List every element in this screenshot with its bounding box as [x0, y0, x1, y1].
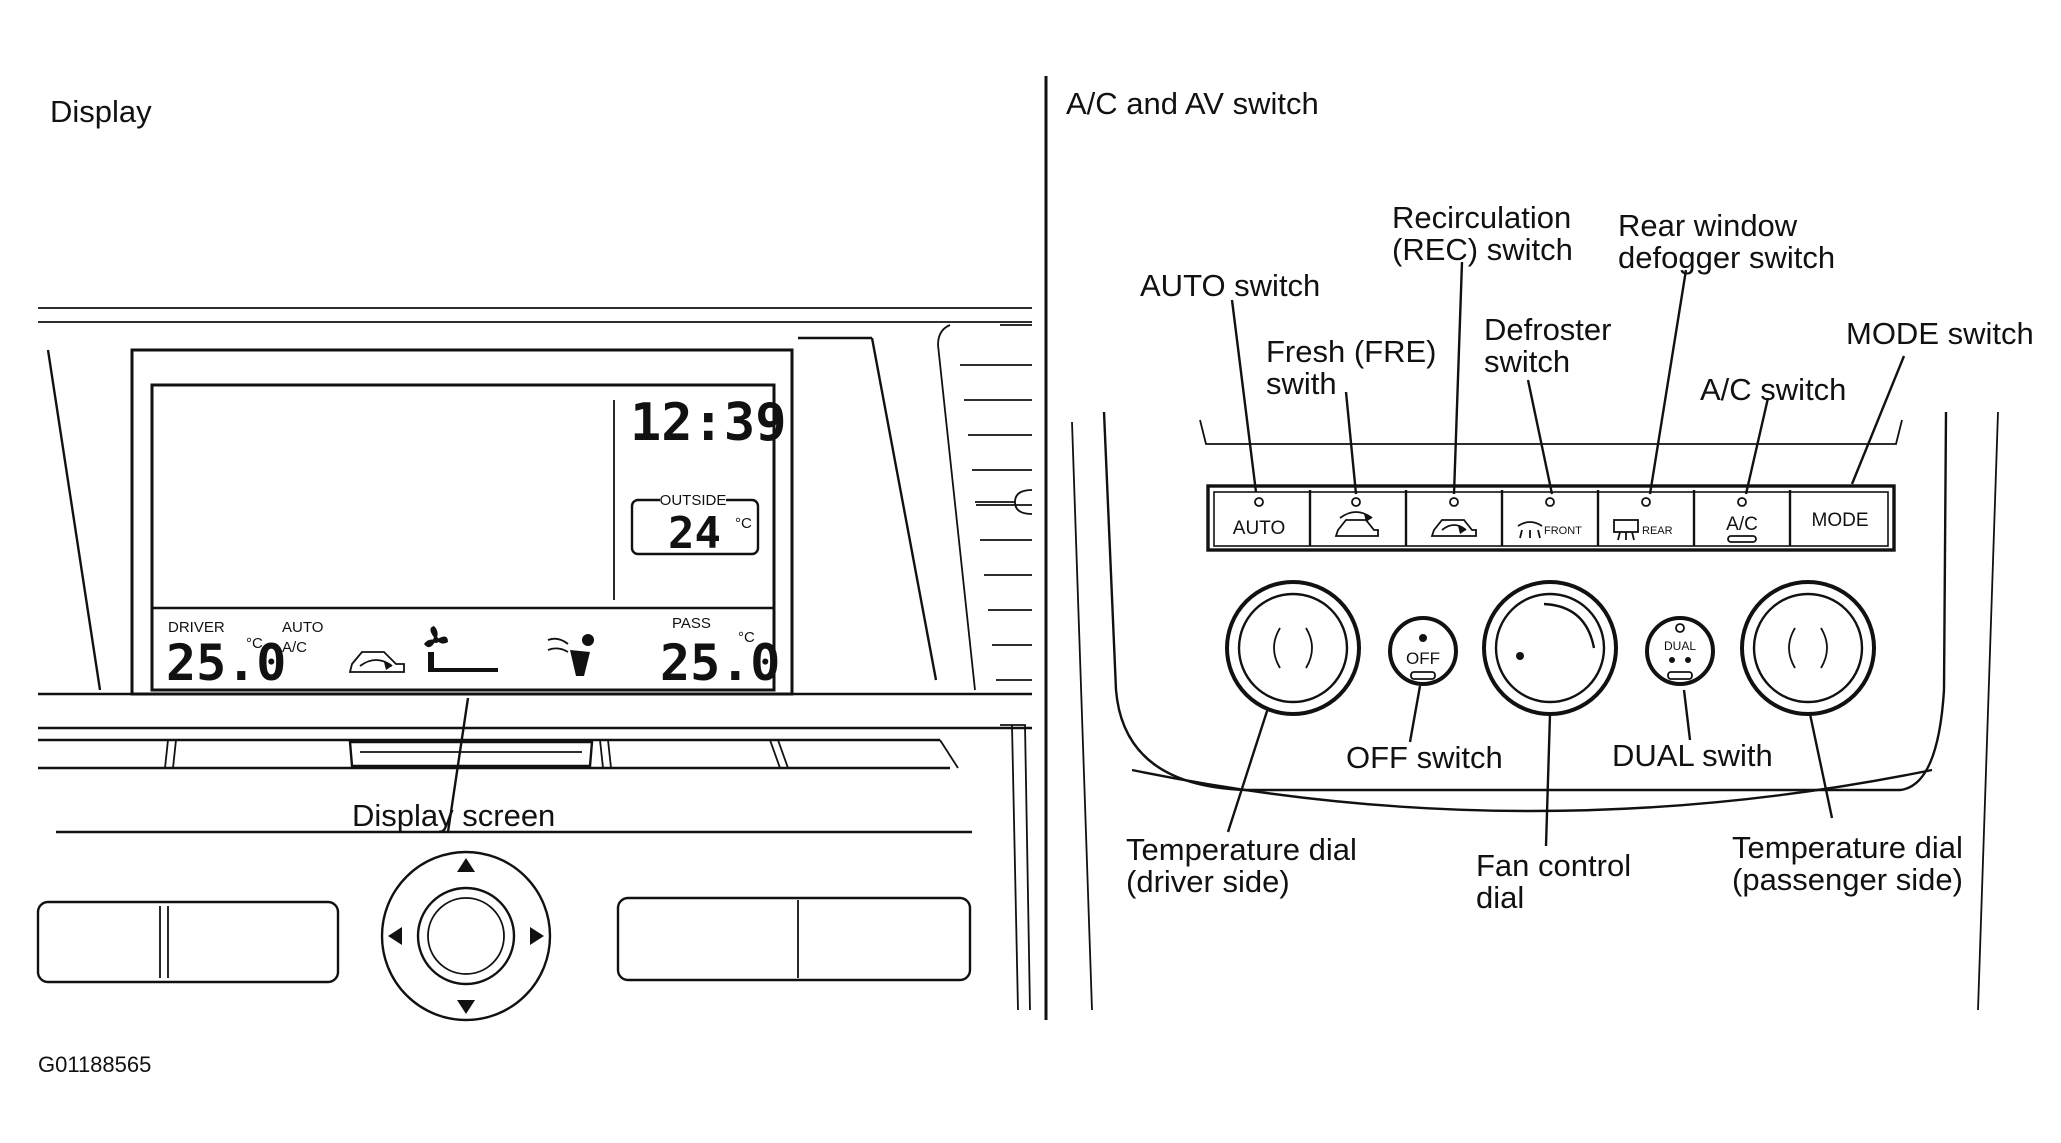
ac-button[interactable]: A/C	[1726, 497, 1758, 543]
off-button[interactable]: OFF	[1388, 616, 1458, 686]
off-button-label: OFF	[1406, 649, 1440, 668]
temp-dial-pass-callout-line1: Temperature dial	[1732, 830, 1963, 865]
rec-switch-callout-line1: Recirculation	[1392, 200, 1571, 235]
off-switch-callout: OFF switch	[1346, 740, 1503, 775]
driver-temp-unit: °C	[246, 635, 263, 652]
outside-label: OUTSIDE	[660, 492, 727, 509]
driver-temp-readout: 25.0	[166, 634, 286, 692]
auto-switch-callout: AUTO switch	[1140, 268, 1320, 303]
auto-indicator: AUTO	[282, 619, 323, 636]
rear-defogger-button[interactable]: REAR	[1613, 497, 1673, 541]
front-defroster-button[interactable]: FRONT	[1517, 497, 1582, 539]
pass-label: PASS	[672, 615, 711, 632]
clock-readout: 12:39	[630, 393, 787, 453]
rear-defogger-icon	[1613, 519, 1639, 541]
figure-id: G01188565	[38, 1052, 151, 1077]
temp-dial-pass-callout-line2: (passenger side)	[1732, 862, 1963, 897]
mode-button-label: MODE	[1812, 510, 1869, 531]
temperature-dial-driver[interactable]	[1225, 580, 1361, 716]
fan-dial-callout-line2: dial	[1476, 880, 1524, 915]
ac-button-label: A/C	[1726, 514, 1758, 535]
fresh-air-car-icon	[1334, 511, 1379, 537]
dual-button-label: DUAL	[1664, 639, 1696, 653]
fan-dial-callout-line1: Fan control	[1476, 848, 1631, 883]
temp-dial-driver-callout-line2: (driver side)	[1126, 864, 1290, 899]
defroster-switch-callout-line2: switch	[1484, 344, 1570, 379]
outside-temp-unit: °C	[735, 515, 752, 532]
seat-vent-icon	[547, 634, 594, 676]
display-screen-callout-line	[446, 697, 470, 833]
mode-button[interactable]: MODE	[1812, 510, 1869, 531]
auto-button[interactable]: AUTO	[1233, 497, 1285, 539]
fan-icon	[1516, 652, 1524, 660]
front-label: FRONT	[1544, 525, 1582, 537]
fan-speed-bars	[428, 652, 498, 672]
outside-temp-box: OUTSIDE 24 °C	[630, 492, 760, 559]
temp-dial-driver-callout-line1: Temperature dial	[1126, 832, 1357, 867]
rear-defogger-callout-line2: defogger switch	[1618, 240, 1835, 275]
recirculation-button[interactable]	[1430, 497, 1477, 537]
dual-button[interactable]: DUAL	[1645, 616, 1715, 686]
pass-temp-unit: °C	[738, 629, 755, 646]
pass-temp-readout: 25.0	[660, 634, 780, 692]
rear-label: REAR	[1642, 525, 1673, 537]
ac-indicator: A/C	[282, 639, 307, 656]
control-panel-bezel	[1071, 411, 1999, 1011]
recirculation-car-icon	[348, 651, 405, 673]
fresh-switch-callout-line1: Fresh (FRE)	[1266, 334, 1437, 369]
fan-icon	[424, 626, 448, 648]
recirculation-car-icon	[1430, 519, 1477, 537]
fresh-button[interactable]	[1334, 497, 1379, 537]
direction-pad-icon	[380, 850, 552, 1022]
outside-temp-readout: 24	[668, 508, 721, 559]
mode-switch-callout: MODE switch	[1846, 316, 2034, 351]
rear-defogger-callout-line1: Rear window	[1618, 208, 1798, 243]
display-screen	[130, 348, 794, 696]
defroster-switch-callout-line1: Defroster	[1484, 312, 1611, 347]
fan-control-dial[interactable]	[1482, 580, 1618, 716]
fresh-switch-callout-line2: swith	[1266, 366, 1337, 401]
auto-button-label: AUTO	[1233, 518, 1285, 539]
display-section-title: Display	[50, 94, 152, 129]
button-strip	[1206, 484, 1896, 552]
driver-label: DRIVER	[168, 619, 225, 636]
display-screen-callout: Display screen	[352, 798, 555, 833]
callout-leaders	[1226, 261, 1906, 847]
rec-switch-callout-line2: (REC) switch	[1392, 232, 1573, 267]
temperature-dial-passenger[interactable]	[1740, 580, 1876, 716]
dual-switch-callout: DUAL swith	[1612, 738, 1773, 773]
ac-av-section-title: A/C and AV switch	[1066, 86, 1319, 121]
defroster-icon	[1517, 521, 1543, 539]
ac-switch-callout: A/C switch	[1700, 372, 1846, 407]
fan-icon	[1419, 634, 1427, 642]
